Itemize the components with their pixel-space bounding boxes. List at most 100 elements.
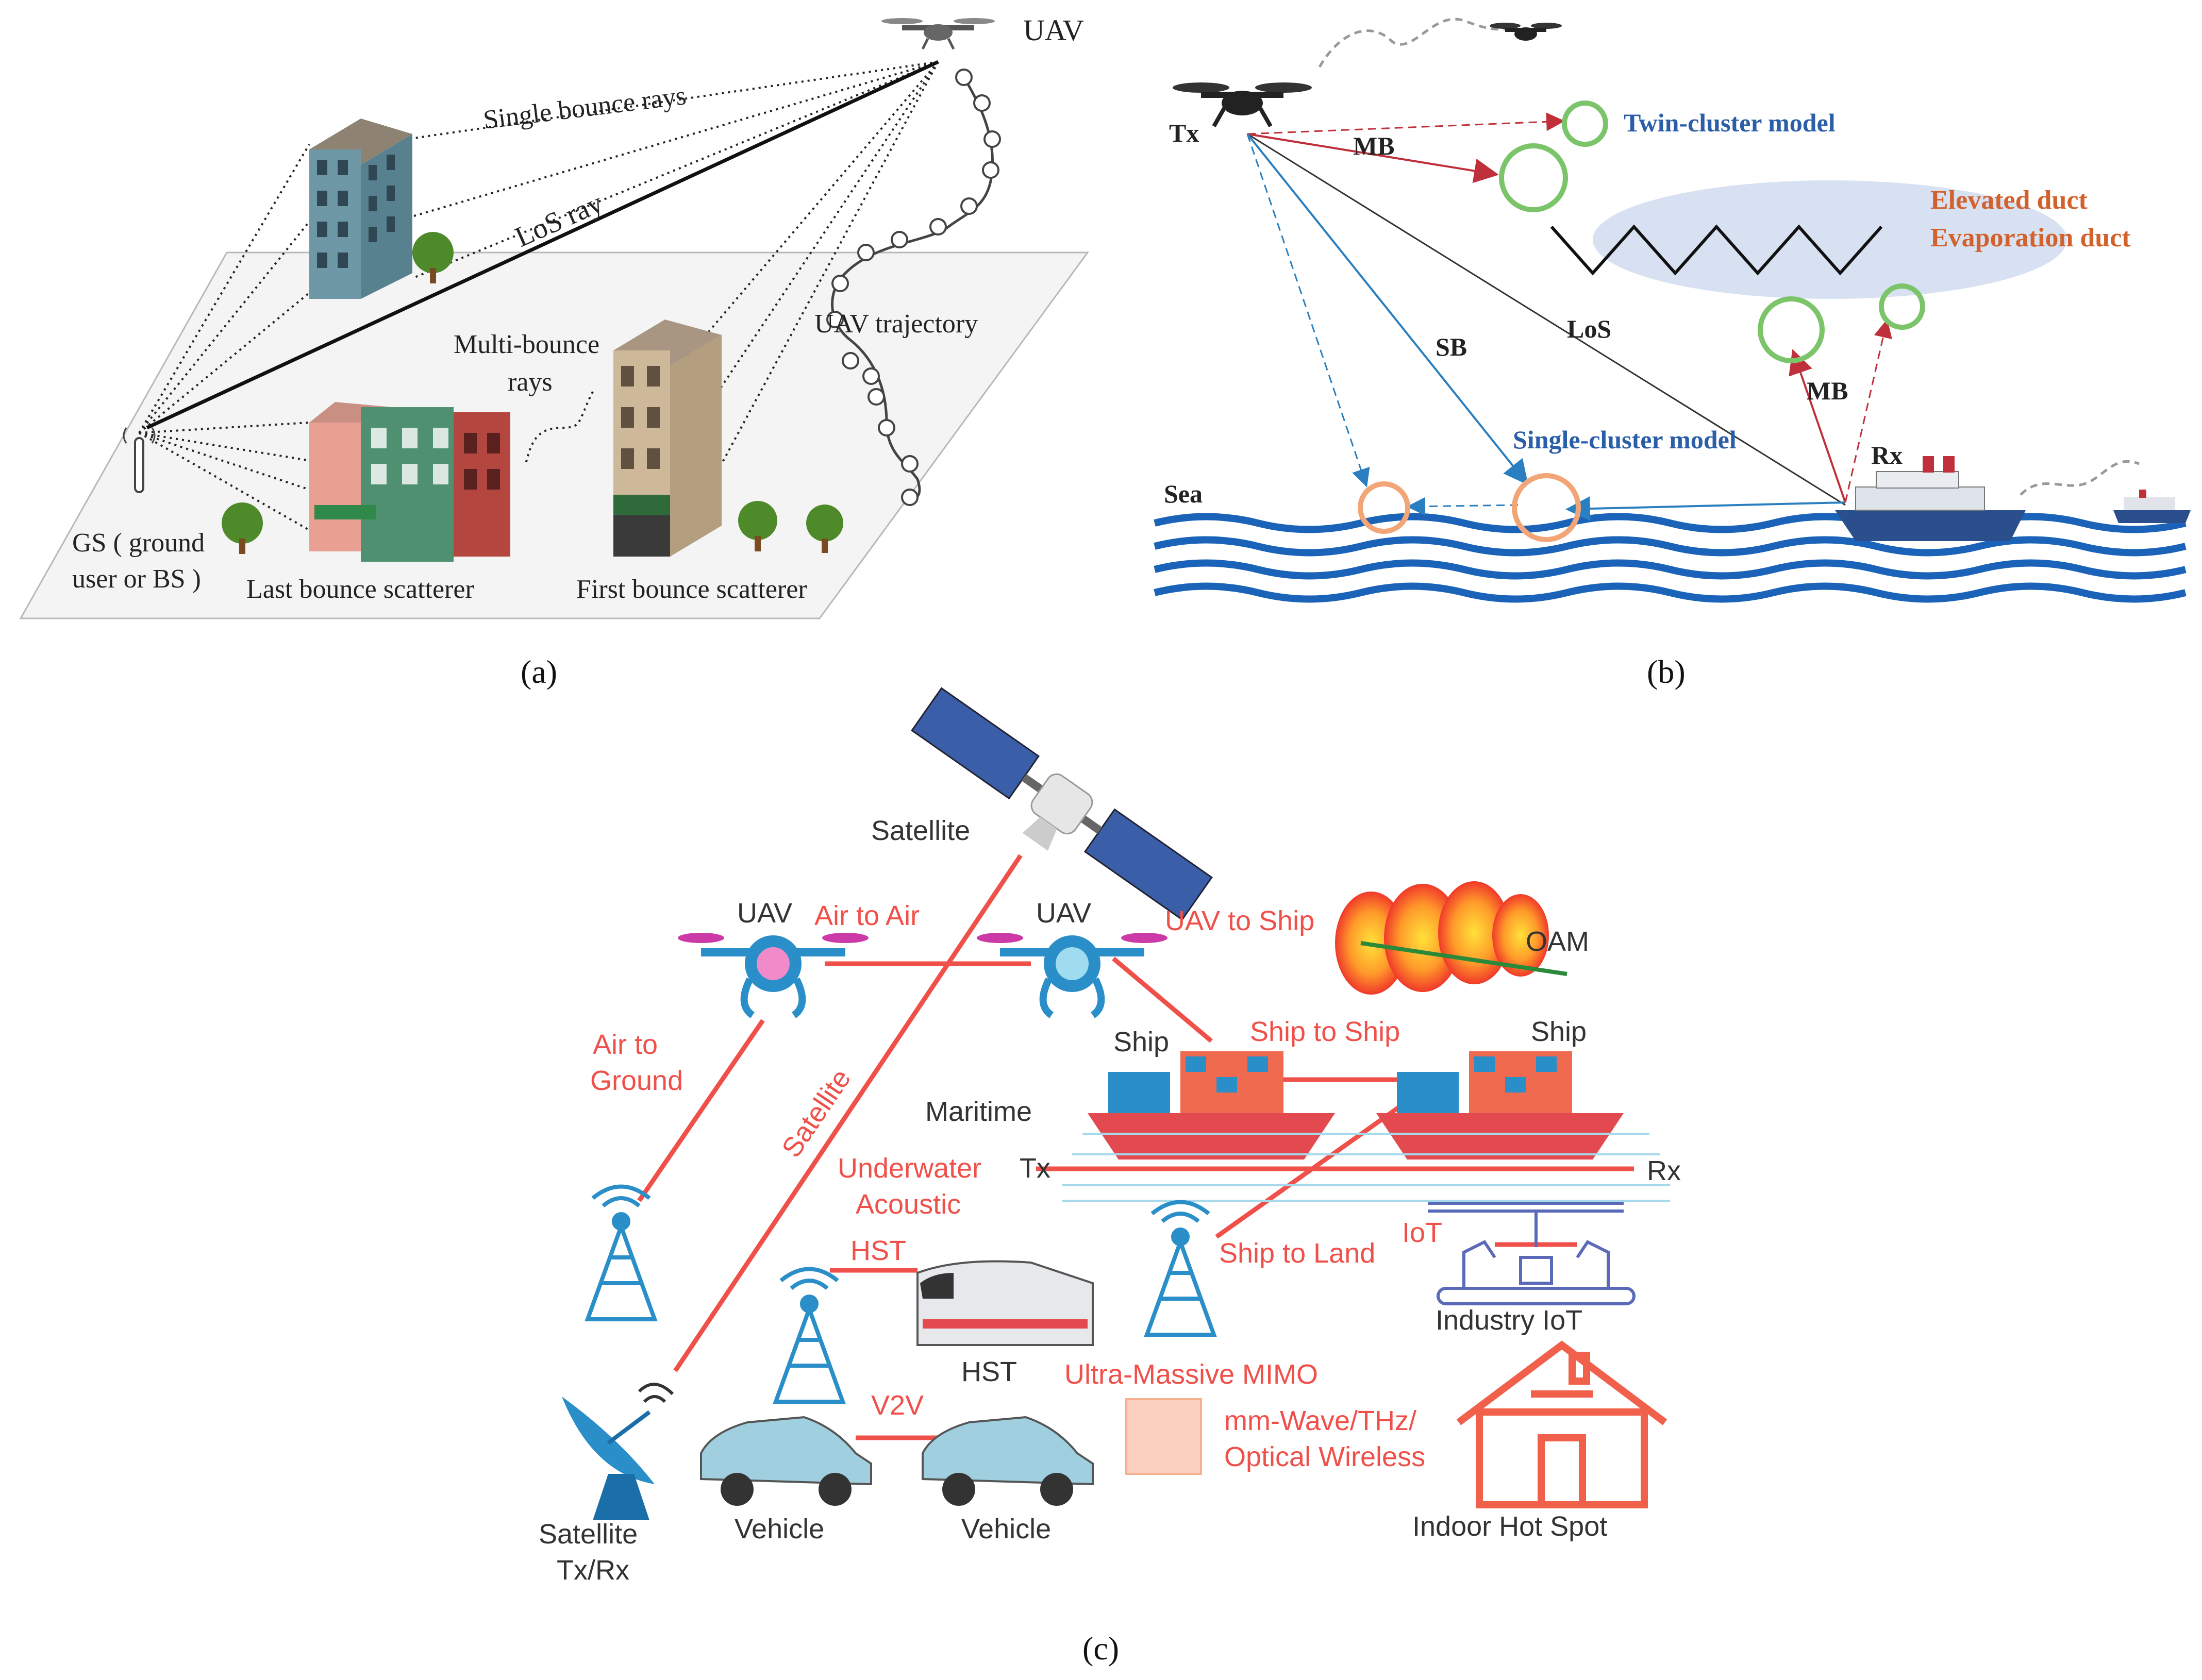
building-first-bounce [613,320,722,557]
tree-icon [806,505,843,553]
oam-label: OAM [1526,926,1589,957]
caption-a: (a) [521,653,557,690]
air-to-ground-label-2: Ground [590,1065,683,1096]
industry-iot-icon [1428,1202,1636,1305]
single-cluster-label: Single-cluster model [1513,425,1737,454]
satellite-txrx-label-2: Tx/Rx [557,1555,629,1586]
los-ray-line [146,60,939,430]
los-label-b: LoS [1567,314,1611,343]
uav-drone-icon [881,18,995,50]
uav-label-a: UAV [1023,13,1084,47]
multi-bounce-label-1: Multi-bounce [454,330,599,359]
industry-iot-label: Industry IoT [1436,1305,1582,1336]
maritime-label: Maritime [925,1096,1032,1127]
hst-train-icon [916,1260,1094,1346]
rx-label-c: Rx [1647,1155,1681,1186]
evaporation-duct-label: Evaporation duct [1930,223,2131,253]
duct-ellipse [1593,180,2067,299]
panel-c: Satellite UAV Air to Air UAV UAV to Ship… [539,687,1681,1667]
twin-clusters [1499,100,1925,363]
sea-label: Sea [1164,479,1203,508]
last-bounce-label: Last bounce scatterer [246,575,474,604]
tower-center-icon [773,1267,846,1404]
rx-ship-icon [1835,456,2026,541]
distant-ship-path [2020,460,2140,496]
ground-plane [19,251,1089,619]
uav-right-label: UAV [1036,898,1091,929]
mimo-array-icon [1125,1398,1202,1475]
sb-label: SB [1436,332,1467,361]
single-clusters [1358,473,1581,542]
vehicle-left-icon [700,1416,872,1506]
mb-label-right: MB [1807,376,1848,405]
ultra-mimo-label: Ultra-Massive MIMO [1064,1359,1318,1390]
v2v-label: V2V [871,1390,924,1421]
hst-label: HST [961,1356,1017,1387]
uav-to-ship-label: UAV to Ship [1165,905,1314,936]
tree-icon [412,232,454,283]
elevated-duct-label: Elevated duct [1930,186,2088,215]
mmwave-label-1: mm-Wave/THz/ [1224,1405,1416,1436]
iot-label: IoT [1402,1217,1442,1248]
tower-left-icon [585,1184,658,1321]
indoor-hotspot-label: Indoor Hot Spot [1412,1511,1607,1542]
tx-label-c: Tx [1020,1153,1050,1184]
ship-to-land-label: Ship to Land [1219,1238,1375,1269]
distant-drone-icon [1490,23,1562,41]
single-bounce-rays [138,61,939,537]
trajectory-points [826,69,1001,506]
duct-zigzag [1550,224,1883,276]
ship-left-icon [1088,1051,1335,1160]
mmwave-label-2: Optical Wireless [1224,1441,1425,1472]
satellite-icon [911,687,1213,921]
ship-left-label: Ship [1113,1027,1169,1057]
underwater-label-2: Acoustic [856,1189,961,1220]
distant-ship-icon [2113,490,2191,523]
tx-rays [1246,112,1892,522]
uav-right-icon [977,933,1167,1018]
mb-label-top: MB [1353,131,1395,160]
oam-icon [1335,881,1567,995]
tx-drone-icon [1173,82,1312,127]
building-cluster-left [309,402,510,562]
caption-c: (c) [1082,1630,1119,1667]
los-ray-label: LoS ray [510,187,608,253]
tree-icon [738,501,777,551]
gs-label-2: user or BS ) [72,564,201,594]
tx-label-b: Tx [1169,119,1199,147]
ship-to-ship-label: Ship to Ship [1250,1016,1400,1047]
rx-label-b: Rx [1871,441,1903,469]
satellite-link-label: Satellite [776,1064,857,1163]
air-to-ground-label-1: Air to [593,1029,658,1060]
single-bounce-label: Single bounce rays [482,81,688,135]
building-top [309,119,412,299]
gs-antenna-icon [123,427,156,493]
caption-b: (b) [1647,653,1686,690]
distant-drone-path [1318,18,1511,68]
uav-left-icon [678,933,869,1018]
satellite-txrx-label-1: Satellite [539,1519,638,1550]
satellite-label: Satellite [871,815,970,846]
panel-a: UAV [19,13,1089,690]
ship-right-icon [1376,1051,1624,1160]
underwater-label-1: Underwater [838,1153,981,1184]
tree-icon [222,502,263,554]
uav-left-label: UAV [737,898,792,929]
vehicle-left-label: Vehicle [735,1514,824,1544]
uav-trajectory-label: UAV trajectory [814,309,978,339]
satellite-dish-icon [562,1383,674,1520]
house-icon [1456,1340,1667,1508]
ship-right-label: Ship [1531,1016,1587,1047]
vehicle-right-icon [922,1416,1094,1506]
panel-b: Tx MB Twin-cluster model Elevated duct E… [1139,0,2202,690]
multi-bounce-label-2: rays [508,367,553,397]
air-to-air-label: Air to Air [814,900,920,931]
first-bounce-label: First bounce scatterer [576,575,807,604]
water-lines [1062,1133,1670,1202]
vehicle-right-label: Vehicle [961,1514,1051,1544]
gs-label-1: GS ( ground [72,528,205,558]
twin-cluster-label: Twin-cluster model [1624,108,1836,137]
hst-link-label: HST [850,1235,906,1266]
tower-right-icon [1144,1200,1217,1337]
